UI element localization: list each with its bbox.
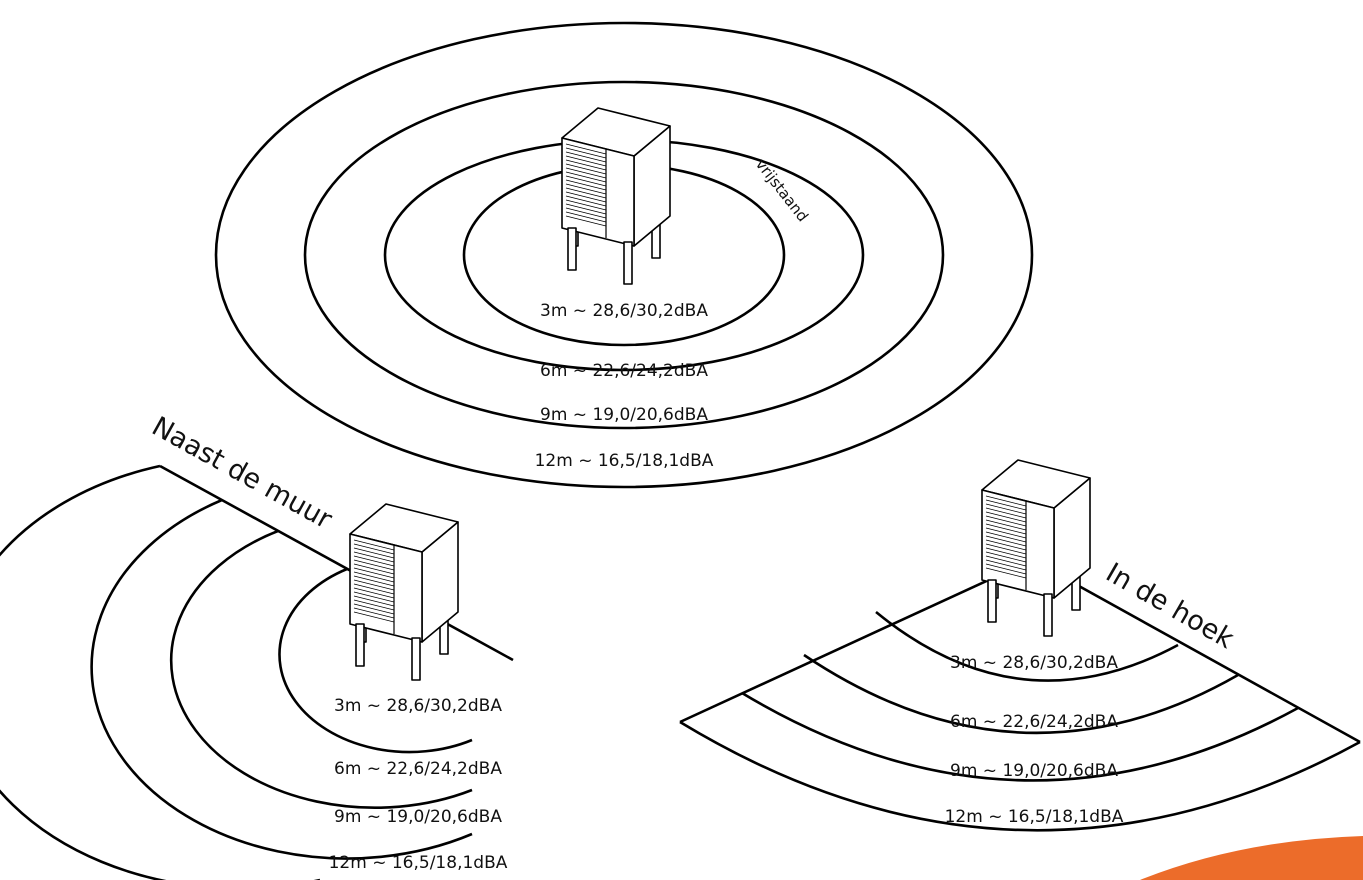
corner-label-12m: 12m ~ 16,5/18,1dBA <box>945 807 1124 827</box>
freestanding-title: vrijstaand <box>752 155 812 225</box>
freestanding-diagram: vrijstaand 3m ~ 28,6/30,2dBA 6m ~ 22,6/2… <box>214 21 1034 489</box>
freestanding-label-3m: 3m ~ 28,6/30,2dBA <box>540 301 708 321</box>
freestanding-label-6m: 6m ~ 22,6/24,2dBA <box>540 361 708 381</box>
wall-label-3m: 3m ~ 28,6/30,2dBA <box>334 696 502 716</box>
wall-diagram: Naast de muur 3m ~ 28,6/30,2dBA 6m ~ 22,… <box>0 411 514 880</box>
corner-label-3m: 3m ~ 28,6/30,2dBA <box>950 653 1118 673</box>
corner-arc-12m <box>679 720 1361 832</box>
heat-pump-unit <box>561 107 671 285</box>
corner-wall-right <box>1031 558 1361 744</box>
corner-label-6m: 6m ~ 22,6/24,2dBA <box>950 712 1118 732</box>
corner-arc-6m <box>803 653 1239 735</box>
ring-12m <box>214 21 1034 489</box>
corner-label-9m: 9m ~ 19,0/20,6dBA <box>950 761 1118 781</box>
freestanding-label-12m: 12m ~ 16,5/18,1dBA <box>535 451 714 471</box>
wall-arc-3m <box>278 567 473 754</box>
wall-label-12m: 12m ~ 16,5/18,1dBA <box>329 853 508 873</box>
corner-heat-pump-unit <box>981 459 1091 637</box>
ring-9m <box>303 80 945 430</box>
wall-heat-pump-unit <box>349 503 459 681</box>
wall-arc-9m <box>90 498 473 860</box>
corner-arc-9m <box>741 691 1299 782</box>
wall-line <box>159 464 514 662</box>
corner-diagram: In de hoek 3m ~ 28,6/30,2dBA 6m ~ 22,6/2… <box>679 459 1361 832</box>
wall-label-6m: 6m ~ 22,6/24,2dBA <box>334 759 502 779</box>
wall-arc-12m <box>0 464 320 880</box>
corner-arc-3m <box>875 610 1179 682</box>
corner-wall-left <box>679 558 1033 724</box>
freestanding-label-9m: 9m ~ 19,0/20,6dBA <box>540 405 708 425</box>
corner-title: In de hoek <box>1101 557 1240 655</box>
wall-label-9m: 9m ~ 19,0/20,6dBA <box>334 807 502 827</box>
wall-arc-6m <box>169 529 473 809</box>
accent-shape <box>1140 836 1363 880</box>
